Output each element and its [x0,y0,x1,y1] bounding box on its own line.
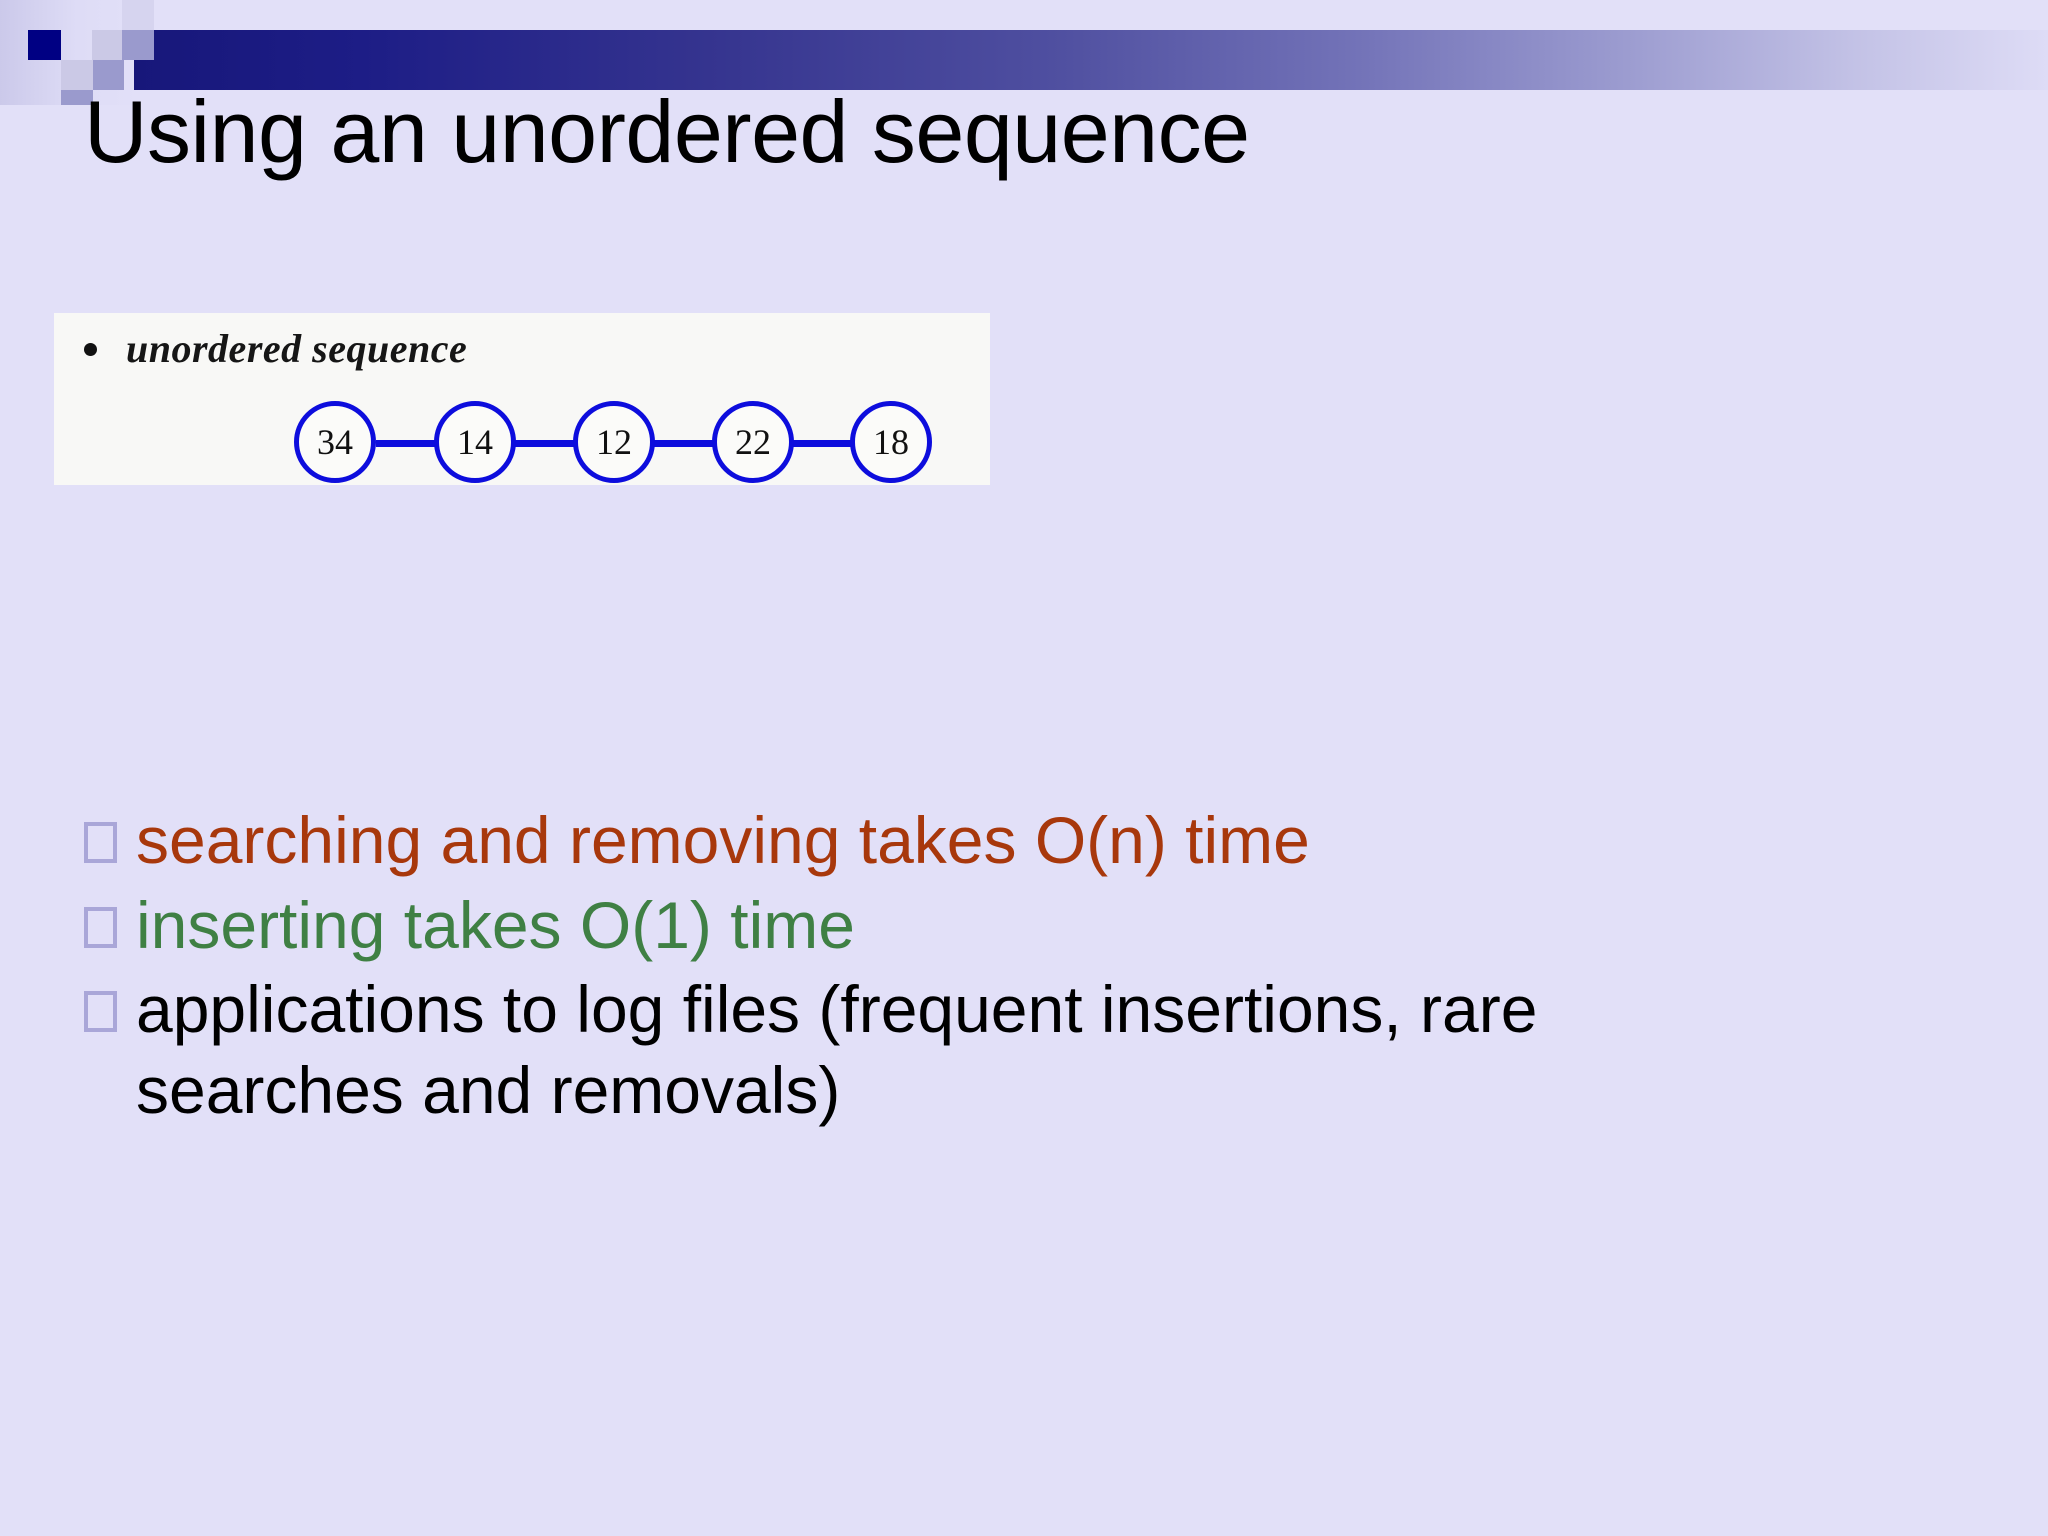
list-node: 12 [573,401,655,483]
list-node: 14 [434,401,516,483]
list-node: 34 [294,401,376,483]
band-gradient-bar [134,30,2048,90]
square-bullet-icon [84,991,117,1033]
header-decoration-band [0,0,2048,105]
decor-square-6 [61,90,93,105]
decor-square-3 [122,30,154,60]
list-node: 22 [712,401,794,483]
link-edge-1 [376,440,438,447]
list-item-label: searching and removing takes O(n) time [136,803,1310,877]
square-bullet-icon [84,906,117,948]
list-item-label: inserting takes O(1) time [136,887,855,962]
decor-square-5 [93,60,124,90]
decor-square-4 [61,60,93,90]
link-edge-3 [654,440,716,447]
decor-square-2 [92,30,124,60]
list-node-label: 18 [873,422,909,462]
bullet-list: searching and removing takes O(n) time i… [84,800,1984,1134]
figure-caption: unordered sequence [126,326,468,371]
list-node-label: 34 [317,422,353,462]
list-node: 18 [850,401,932,483]
page-title: Using an unordered sequence [84,82,1250,181]
decor-square-1 [122,0,154,30]
square-bullet-icon [84,822,117,863]
list-item: applications to log files (frequent inse… [84,969,1984,1130]
list-node-label: 14 [457,422,493,462]
list-item-label: applications to log files (frequent inse… [136,972,1538,1127]
list-node-label: 12 [596,422,632,462]
list-item: inserting takes O(1) time [84,885,1984,966]
unordered-sequence-figure: unordered sequence 34 14 12 22 18 [54,313,990,485]
list-node-label: 22 [735,422,771,462]
figure-bullet-dot [84,343,97,356]
linked-list-diagram: 34 14 12 22 18 [54,399,990,485]
link-edge-4 [792,440,854,447]
decor-square-navy [28,30,61,60]
link-edge-2 [514,440,578,447]
list-item: searching and removing takes O(n) time [84,800,1984,881]
